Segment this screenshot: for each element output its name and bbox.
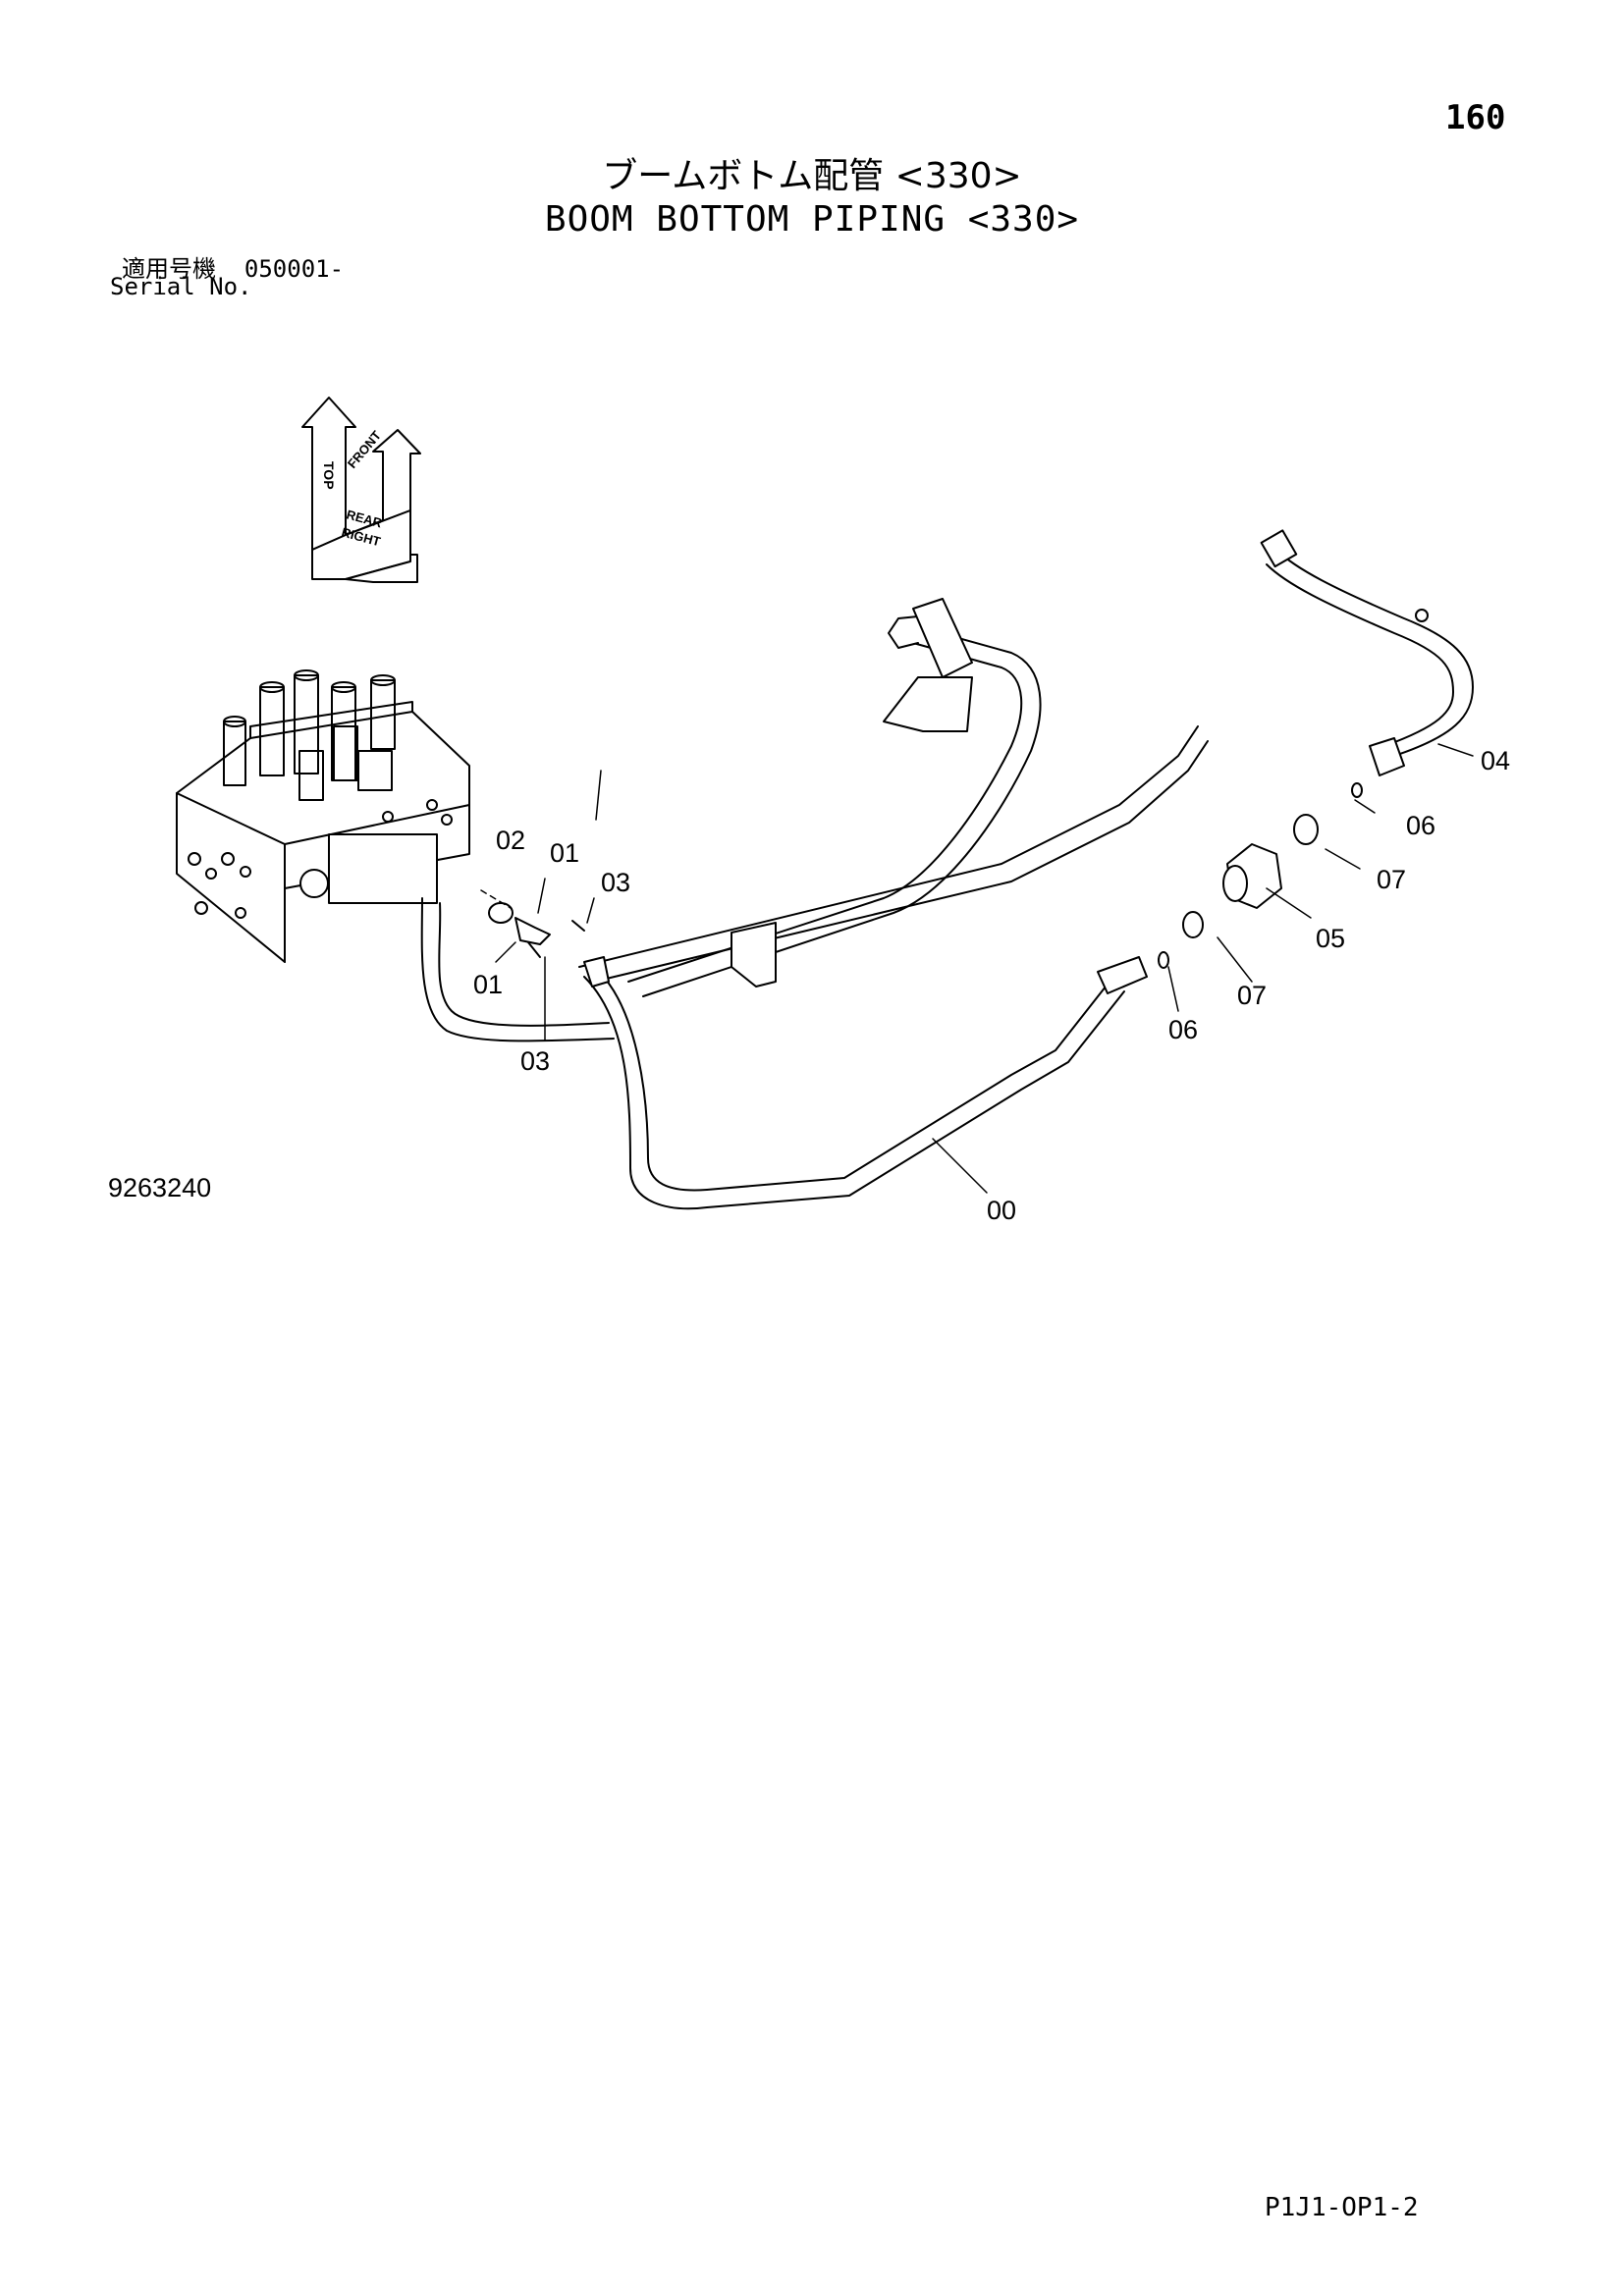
- pipe-04: [1260, 529, 1474, 776]
- orientation-indicator: TOP FRONT REAR RIGHT: [301, 397, 421, 583]
- callout-02: 02: [496, 826, 525, 855]
- serial-label-english: Serial No.: [110, 273, 252, 300]
- serial-line-japanese: 適用号機 050001-: [122, 249, 344, 284]
- page-title-english: BOOM BOTTOM PIPING <330>: [544, 199, 1080, 240]
- callout-06-upper: 06: [1406, 811, 1435, 840]
- callout-05: 05: [1316, 924, 1345, 953]
- serial-label-japanese: 適用号機: [122, 255, 216, 283]
- fittings: [488, 782, 1363, 969]
- leader-lines: [480, 743, 1474, 1194]
- boom-bottom-pipe: [420, 725, 1209, 1210]
- callout-07-lower: 07: [1237, 981, 1267, 1010]
- page-title-japanese: ブームボトム配管 <330>: [602, 156, 1022, 196]
- callout-01-lower: 01: [473, 970, 503, 999]
- figure-number: 9263240: [108, 1173, 212, 1202]
- control-valve-block: [176, 669, 470, 963]
- callout-00: 00: [987, 1196, 1016, 1225]
- callout-07-upper: 07: [1377, 865, 1406, 894]
- orientation-label-top: TOP: [321, 461, 337, 490]
- callout-04: 04: [1481, 746, 1510, 775]
- callout-03-lower: 03: [520, 1046, 550, 1076]
- callout-01-upper: 01: [550, 838, 579, 868]
- page-number: 160: [1445, 98, 1506, 137]
- callout-03-upper: 03: [601, 868, 630, 897]
- callout-06-lower: 06: [1168, 1015, 1198, 1044]
- serial-value: 050001-: [244, 255, 345, 283]
- upper-pipe: [627, 598, 1042, 997]
- part-callouts: 00 01 01 02 03 03 04 05 06 06 07 07: [473, 746, 1510, 1225]
- page-code: P1J1-OP1-2: [1265, 2193, 1419, 2222]
